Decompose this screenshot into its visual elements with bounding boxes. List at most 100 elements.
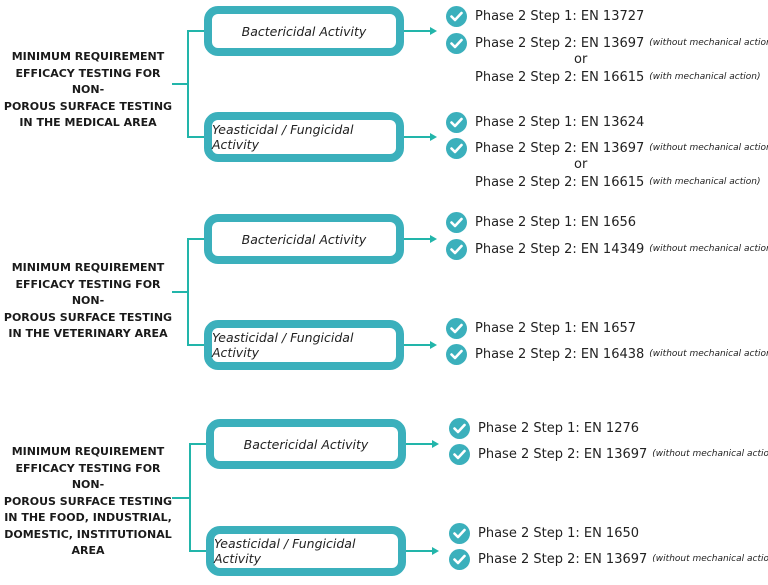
section-label-line: IN THE VETERINARY AREA [8, 327, 168, 340]
section-label-line: POROUS SURFACE TESTING [3, 310, 173, 324]
check-circle-icon [449, 522, 470, 544]
requirement-text: Phase 2 Step 2: EN 16615 [475, 174, 645, 190]
requirement-note: (without mechanical action) [649, 244, 768, 254]
requirement-item: Phase 2 Step 2: EN 16615 (with mechanical… [475, 66, 760, 88]
section-label-line: IN THE FOOD, INDUSTRIAL, [4, 511, 172, 524]
requirement-text: Phase 2 Step 1: EN 1657 [475, 320, 637, 336]
connector-line [187, 344, 204, 346]
requirement-item: Phase 2 Step 1: EN 1656 [446, 211, 636, 233]
requirement-item: Phase 2 Step 2: EN 13697 (without mechani… [449, 548, 768, 570]
check-circle-icon [446, 238, 467, 260]
connector-line [172, 83, 187, 85]
connector-line [189, 550, 206, 552]
requirement-item: Phase 2 Step 2: EN 13697 (without mechani… [446, 32, 768, 54]
section-label: MINIMUM REQUIREMENT EFFICACY TESTING FOR … [0, 49, 176, 132]
activity-title: Yeasticidal / Fungicidal Activity [214, 536, 356, 566]
requirement-item: Phase 2 Step 2: EN 14349 (without mechani… [446, 238, 768, 260]
section-label-line: POROUS SURFACE TESTING [3, 99, 173, 113]
check-circle-icon [446, 211, 467, 233]
requirement-item: Phase 2 Step 2: EN 16438 (without mechani… [446, 343, 768, 365]
connector-line [187, 30, 189, 138]
requirement-item: Phase 2 Step 1: EN 1276 [449, 417, 639, 439]
connector-line [172, 496, 189, 499]
arrow-line [406, 550, 432, 552]
activity-box: Bactericidal Activity [206, 419, 406, 469]
connector-line [187, 238, 204, 240]
check-circle-icon [446, 32, 467, 54]
requirement-note: (without mechanical action) [649, 349, 768, 359]
check-circle-icon [446, 137, 467, 159]
activity-title: Bactericidal Activity [241, 231, 367, 247]
requirement-text: Phase 2 Step 2: EN 13697 [475, 35, 645, 51]
requirement-text: Phase 2 Step 1: EN 1656 [475, 214, 637, 230]
arrow-head-icon [430, 235, 437, 243]
or-text: or [574, 157, 588, 172]
requirement-text: Phase 2 Step 1: EN 1650 [478, 525, 640, 541]
section-label-line: AREA [71, 544, 105, 557]
requirement-note: (with mechanical action) [649, 72, 761, 82]
requirement-text: Phase 2 Step 2: EN 13697 [475, 140, 645, 156]
activity-title: Yeasticidal / Fungicidal Activity [212, 330, 354, 360]
connector-line [187, 30, 204, 32]
requirement-note: (without mechanical action) [649, 143, 768, 153]
requirement-item: Phase 2 Step 1: EN 13624 [446, 111, 644, 133]
connector-line [172, 291, 187, 293]
requirement-item: Phase 2 Step 1: EN 1657 [446, 317, 636, 339]
requirement-text: Phase 2 Step 1: EN 13624 [475, 114, 645, 130]
requirement-text: Phase 2 Step 2: EN 14349 [475, 241, 645, 257]
requirement-item: Phase 2 Step 1: EN 1650 [449, 522, 639, 544]
check-circle-icon [449, 417, 470, 439]
connector-line [189, 443, 206, 445]
connector-line [189, 443, 191, 552]
requirement-text: Phase 2 Step 1: EN 13727 [475, 8, 645, 24]
requirement-text: Phase 2 Step 2: EN 16438 [475, 346, 645, 362]
section-label: MINIMUM REQUIREMENT EFFICACY TESTING FOR … [0, 260, 176, 343]
requirement-item: Phase 2 Step 2: EN 13697 (without mechani… [449, 443, 768, 465]
activity-box: Yeasticidal / Fungicidal Activity [204, 112, 404, 162]
arrow-head-icon [430, 133, 437, 141]
section-label-line: MINIMUM REQUIREMENT [11, 261, 165, 274]
arrow-line [404, 30, 430, 32]
section-label-line: EFFICACY TESTING FOR NON- [15, 277, 161, 308]
activity-title: Yeasticidal / Fungicidal Activity [212, 122, 354, 152]
arrow-line [404, 238, 430, 240]
check-circle-icon [449, 548, 470, 570]
check-circle-icon [446, 343, 467, 365]
activity-box: Yeasticidal / Fungicidal Activity [204, 320, 404, 370]
check-circle-icon [446, 317, 467, 339]
arrow-line [404, 136, 430, 138]
check-circle-icon [446, 111, 467, 133]
requirement-text: Phase 2 Step 2: EN 13697 [478, 446, 648, 462]
requirement-note: (without mechanical action) [652, 449, 768, 459]
arrow-head-icon [432, 547, 439, 555]
activity-box: Bactericidal Activity [204, 214, 404, 264]
requirement-text: Phase 2 Step 1: EN 1276 [478, 420, 640, 436]
requirement-note: (with mechanical action) [649, 177, 761, 187]
activity-title: Bactericidal Activity [241, 23, 367, 39]
requirement-note: (without mechanical action) [649, 38, 768, 48]
section-label-line: EFFICACY TESTING FOR NON- [15, 66, 161, 97]
arrow-head-icon [432, 440, 439, 448]
check-circle-icon [449, 443, 470, 465]
connector-line [187, 136, 204, 138]
arrow-head-icon [430, 27, 437, 35]
section-label-line: MINIMUM REQUIREMENT [11, 50, 165, 63]
section-label-line: POROUS SURFACE TESTING [3, 494, 173, 508]
activity-box: Bactericidal Activity [204, 6, 404, 56]
activity-title: Bactericidal Activity [243, 436, 369, 452]
requirement-text: Phase 2 Step 2: EN 16615 [475, 69, 645, 85]
requirement-item: Phase 2 Step 2: EN 16615 (with mechanical… [475, 171, 760, 193]
check-circle-icon [446, 5, 467, 27]
section-label-line: IN THE MEDICAL AREA [19, 116, 157, 129]
section-label-line: MINIMUM REQUIREMENT [11, 445, 165, 458]
requirement-note: (without mechanical action) [652, 554, 768, 564]
section-label-line: DOMESTIC, INSTITUTIONAL [4, 527, 172, 541]
activity-box: Yeasticidal / Fungicidal Activity [206, 526, 406, 576]
arrow-line [406, 443, 432, 445]
requirement-text: Phase 2 Step 2: EN 13697 [478, 551, 648, 567]
requirement-item: Phase 2 Step 1: EN 13727 [446, 5, 644, 27]
requirement-item: Phase 2 Step 2: EN 13697 (without mechani… [446, 137, 768, 159]
or-text: or [574, 52, 588, 67]
